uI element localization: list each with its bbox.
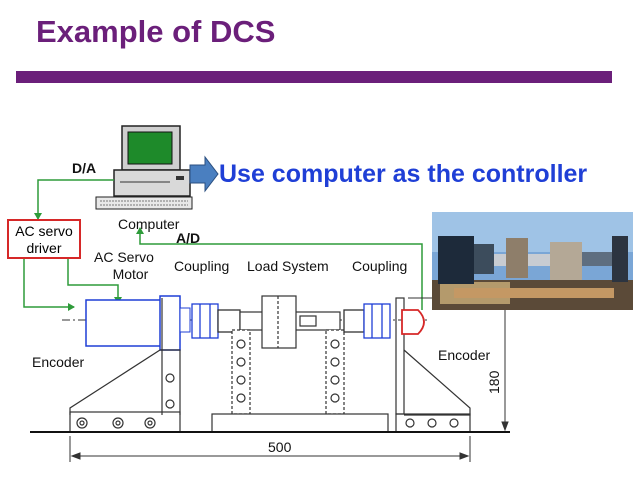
right-encoder: [401, 309, 425, 335]
da-arrowhead: [34, 213, 42, 220]
servo-motor-label: AC Servo Motor: [94, 249, 154, 283]
ac-servo-motor: [85, 295, 191, 351]
title-underline: [16, 71, 612, 83]
load-system-label: Load System: [247, 258, 329, 274]
desktop-computer-icon: [95, 125, 193, 210]
test-rig-photo: [432, 212, 633, 310]
encoder-right-label: Encoder: [438, 347, 491, 363]
right-arrow-icon: [189, 155, 219, 193]
encoder-arrowhead: [68, 303, 75, 311]
signal-lines: [23, 179, 423, 310]
ad-arrowhead: [136, 227, 144, 234]
slide-title: Example of DCS: [36, 14, 276, 49]
dimension-height-label: 180: [486, 370, 502, 394]
da-label: D/A: [72, 160, 97, 176]
headline: Use computer as the controller: [219, 160, 588, 188]
dimension-width-label: 500: [268, 439, 292, 455]
servo-motor-line2: Motor: [112, 266, 149, 282]
ad-label: A/D: [176, 230, 201, 246]
center-pillars: [211, 329, 389, 433]
servo-driver-line2: driver: [26, 240, 62, 256]
coupling-right-label: Coupling: [352, 258, 408, 274]
coupling-left-label: Coupling: [174, 258, 230, 274]
servo-driver-line1: AC servo: [15, 223, 73, 239]
computer-label: Computer: [118, 216, 180, 232]
encoder-left-label: Encoder: [32, 354, 85, 370]
coupling-left: [191, 303, 241, 339]
coupling-right: [343, 303, 391, 339]
ac-servo-driver-box: AC servo driver: [7, 219, 81, 259]
servo-motor-line1: AC Servo: [94, 249, 154, 265]
dimension-width: [69, 436, 471, 462]
load-system: [239, 295, 341, 349]
